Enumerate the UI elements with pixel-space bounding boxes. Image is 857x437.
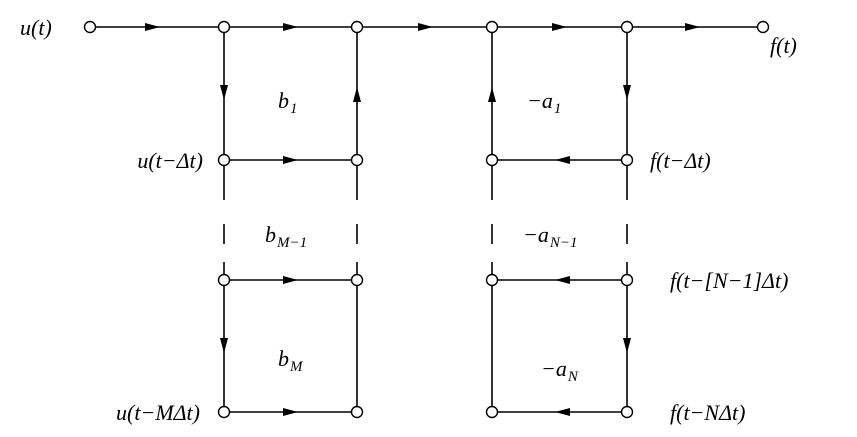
node (350, 153, 364, 167)
arrow-up-icon (488, 87, 496, 102)
coef-base: b (265, 222, 276, 247)
node (620, 273, 634, 287)
node (217, 273, 231, 287)
arrow-down-icon (623, 338, 631, 353)
arrow-up-icon (353, 87, 361, 102)
node (620, 20, 634, 34)
arrow-right-icon (418, 23, 433, 31)
output-label: f(t) (770, 33, 797, 58)
label-f-delayN1: f(t−[N−1]Δt) (670, 268, 788, 293)
arrow-right-icon (283, 408, 298, 416)
coef-base: b (278, 88, 289, 113)
node-output (756, 20, 770, 34)
arrow-down-icon (220, 85, 228, 100)
coef-base: −a (523, 222, 549, 247)
node (620, 405, 634, 419)
node (217, 405, 231, 419)
arrow-right-icon (283, 276, 298, 284)
coef-aN: −aN (541, 356, 579, 385)
coef-sub: M (289, 359, 304, 375)
coef-aN1: −aN−1 (523, 222, 578, 251)
label-u-delay1: u(t−Δt) (137, 148, 203, 173)
node (217, 20, 231, 34)
coef-sub: 1 (290, 101, 298, 117)
arrow-right-icon (552, 23, 567, 31)
arrow-left-icon (555, 408, 570, 416)
node (350, 20, 364, 34)
coef-base: b (278, 346, 289, 371)
coef-sub: N−1 (549, 235, 578, 251)
coef-a1: −a1 (527, 88, 561, 117)
coef-sub: N (567, 369, 579, 385)
label-f-delayN: f(t−NΔt) (670, 400, 745, 425)
arrow-right-icon (145, 23, 160, 31)
arrow-right-icon (685, 23, 700, 31)
arrow-left-icon (555, 276, 570, 284)
arrow-right-icon (283, 156, 298, 164)
arrow-down-icon (220, 338, 228, 353)
coef-bM: bM (278, 346, 304, 375)
arrow-left-icon (555, 156, 570, 164)
node (350, 405, 364, 419)
label-f-delay1: f(t−Δt) (650, 148, 711, 173)
arrow-down-icon (623, 85, 631, 100)
coef-base: −a (541, 356, 567, 381)
node (485, 405, 499, 419)
arrows (145, 23, 700, 416)
node (485, 273, 499, 287)
edges (95, 26, 758, 413)
coef-sub: 1 (554, 101, 562, 117)
input-label: u(t) (20, 15, 52, 40)
node (485, 20, 499, 34)
labels: u(t) f(t) u(t−Δt) u(t−MΔt) f(t−Δt) f(t−[… (20, 15, 797, 425)
label-u-delayM: u(t−MΔt) (116, 400, 200, 425)
node (350, 273, 364, 287)
coef-base: −a (527, 88, 553, 113)
node (620, 153, 634, 167)
coef-bM1: bM−1 (265, 222, 307, 251)
node (217, 153, 231, 167)
nodes (83, 20, 770, 419)
node-input (83, 20, 97, 34)
arrow-right-icon (283, 23, 298, 31)
node (485, 153, 499, 167)
coef-b1: b1 (278, 88, 298, 117)
coef-sub: M−1 (276, 235, 307, 251)
